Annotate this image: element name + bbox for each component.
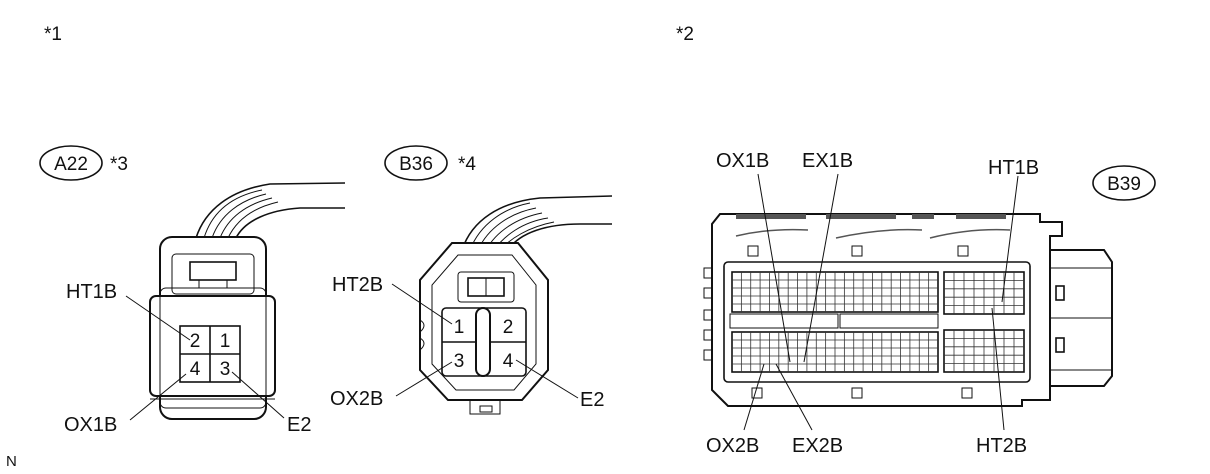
top-rib	[736, 214, 806, 219]
signal-label-e2: E2	[287, 414, 311, 436]
signal-label-ox2b: OX2B	[706, 435, 759, 457]
note-mark-3: *3	[110, 154, 128, 175]
pin-4-label: 4	[503, 351, 514, 372]
signal-label-ht2b: HT2B	[976, 435, 1027, 457]
signal-label-e2: E2	[580, 389, 604, 411]
pin-4-label: 4	[190, 359, 201, 380]
pin-3-label: 3	[454, 351, 465, 372]
note-mark-1: *1	[44, 24, 62, 45]
signal-label-ht1b: HT1B	[988, 157, 1039, 179]
connector-tag-outline	[1092, 165, 1156, 201]
connector-tag-b39: B39	[1107, 174, 1141, 195]
connector-tag-a22: A22	[54, 154, 88, 175]
connector-tag-outline	[384, 145, 448, 181]
signal-label-ox1b: OX1B	[716, 150, 769, 172]
pin-1-label: 1	[220, 331, 231, 352]
footer-mark: N	[6, 453, 17, 470]
center-key	[475, 307, 491, 377]
pin-2-label: 2	[503, 317, 514, 338]
pin-grid-upper-right	[943, 271, 1025, 315]
wire-harness	[461, 195, 613, 251]
signal-label-ht1b: HT1B	[66, 281, 117, 303]
connector-tag-outline	[39, 145, 103, 181]
signal-label-ex1b: EX1B	[802, 150, 853, 172]
pin-3-label: 3	[220, 359, 231, 380]
note-mark-2: *2	[676, 24, 694, 45]
signal-label-ex2b: EX2B	[792, 435, 843, 457]
pin-grid-upper-left	[731, 271, 939, 313]
connector-tag-b36: B36	[399, 154, 433, 175]
note-mark-4: *4	[458, 154, 476, 175]
connector-b36: B36 *4 1 2 3 4 HT2B	[330, 145, 613, 415]
pin-grid-lower-left	[731, 331, 939, 373]
pin-2-label: 2	[190, 331, 201, 352]
signal-label-ox2b: OX2B	[330, 388, 383, 410]
pin-frame	[723, 261, 1031, 383]
connector-b39: B39	[703, 150, 1156, 457]
signal-label-ht2b: HT2B	[332, 274, 383, 296]
pin-1-label: 1	[454, 317, 465, 338]
connector-a22: A22 *3 2 1 4 3 HT1B OX1B E2	[39, 145, 346, 436]
signal-label-ox1b: OX1B	[64, 414, 117, 436]
pin-grid-lower-right	[943, 329, 1025, 373]
side-latches	[703, 267, 713, 361]
wire-harness	[195, 182, 346, 239]
